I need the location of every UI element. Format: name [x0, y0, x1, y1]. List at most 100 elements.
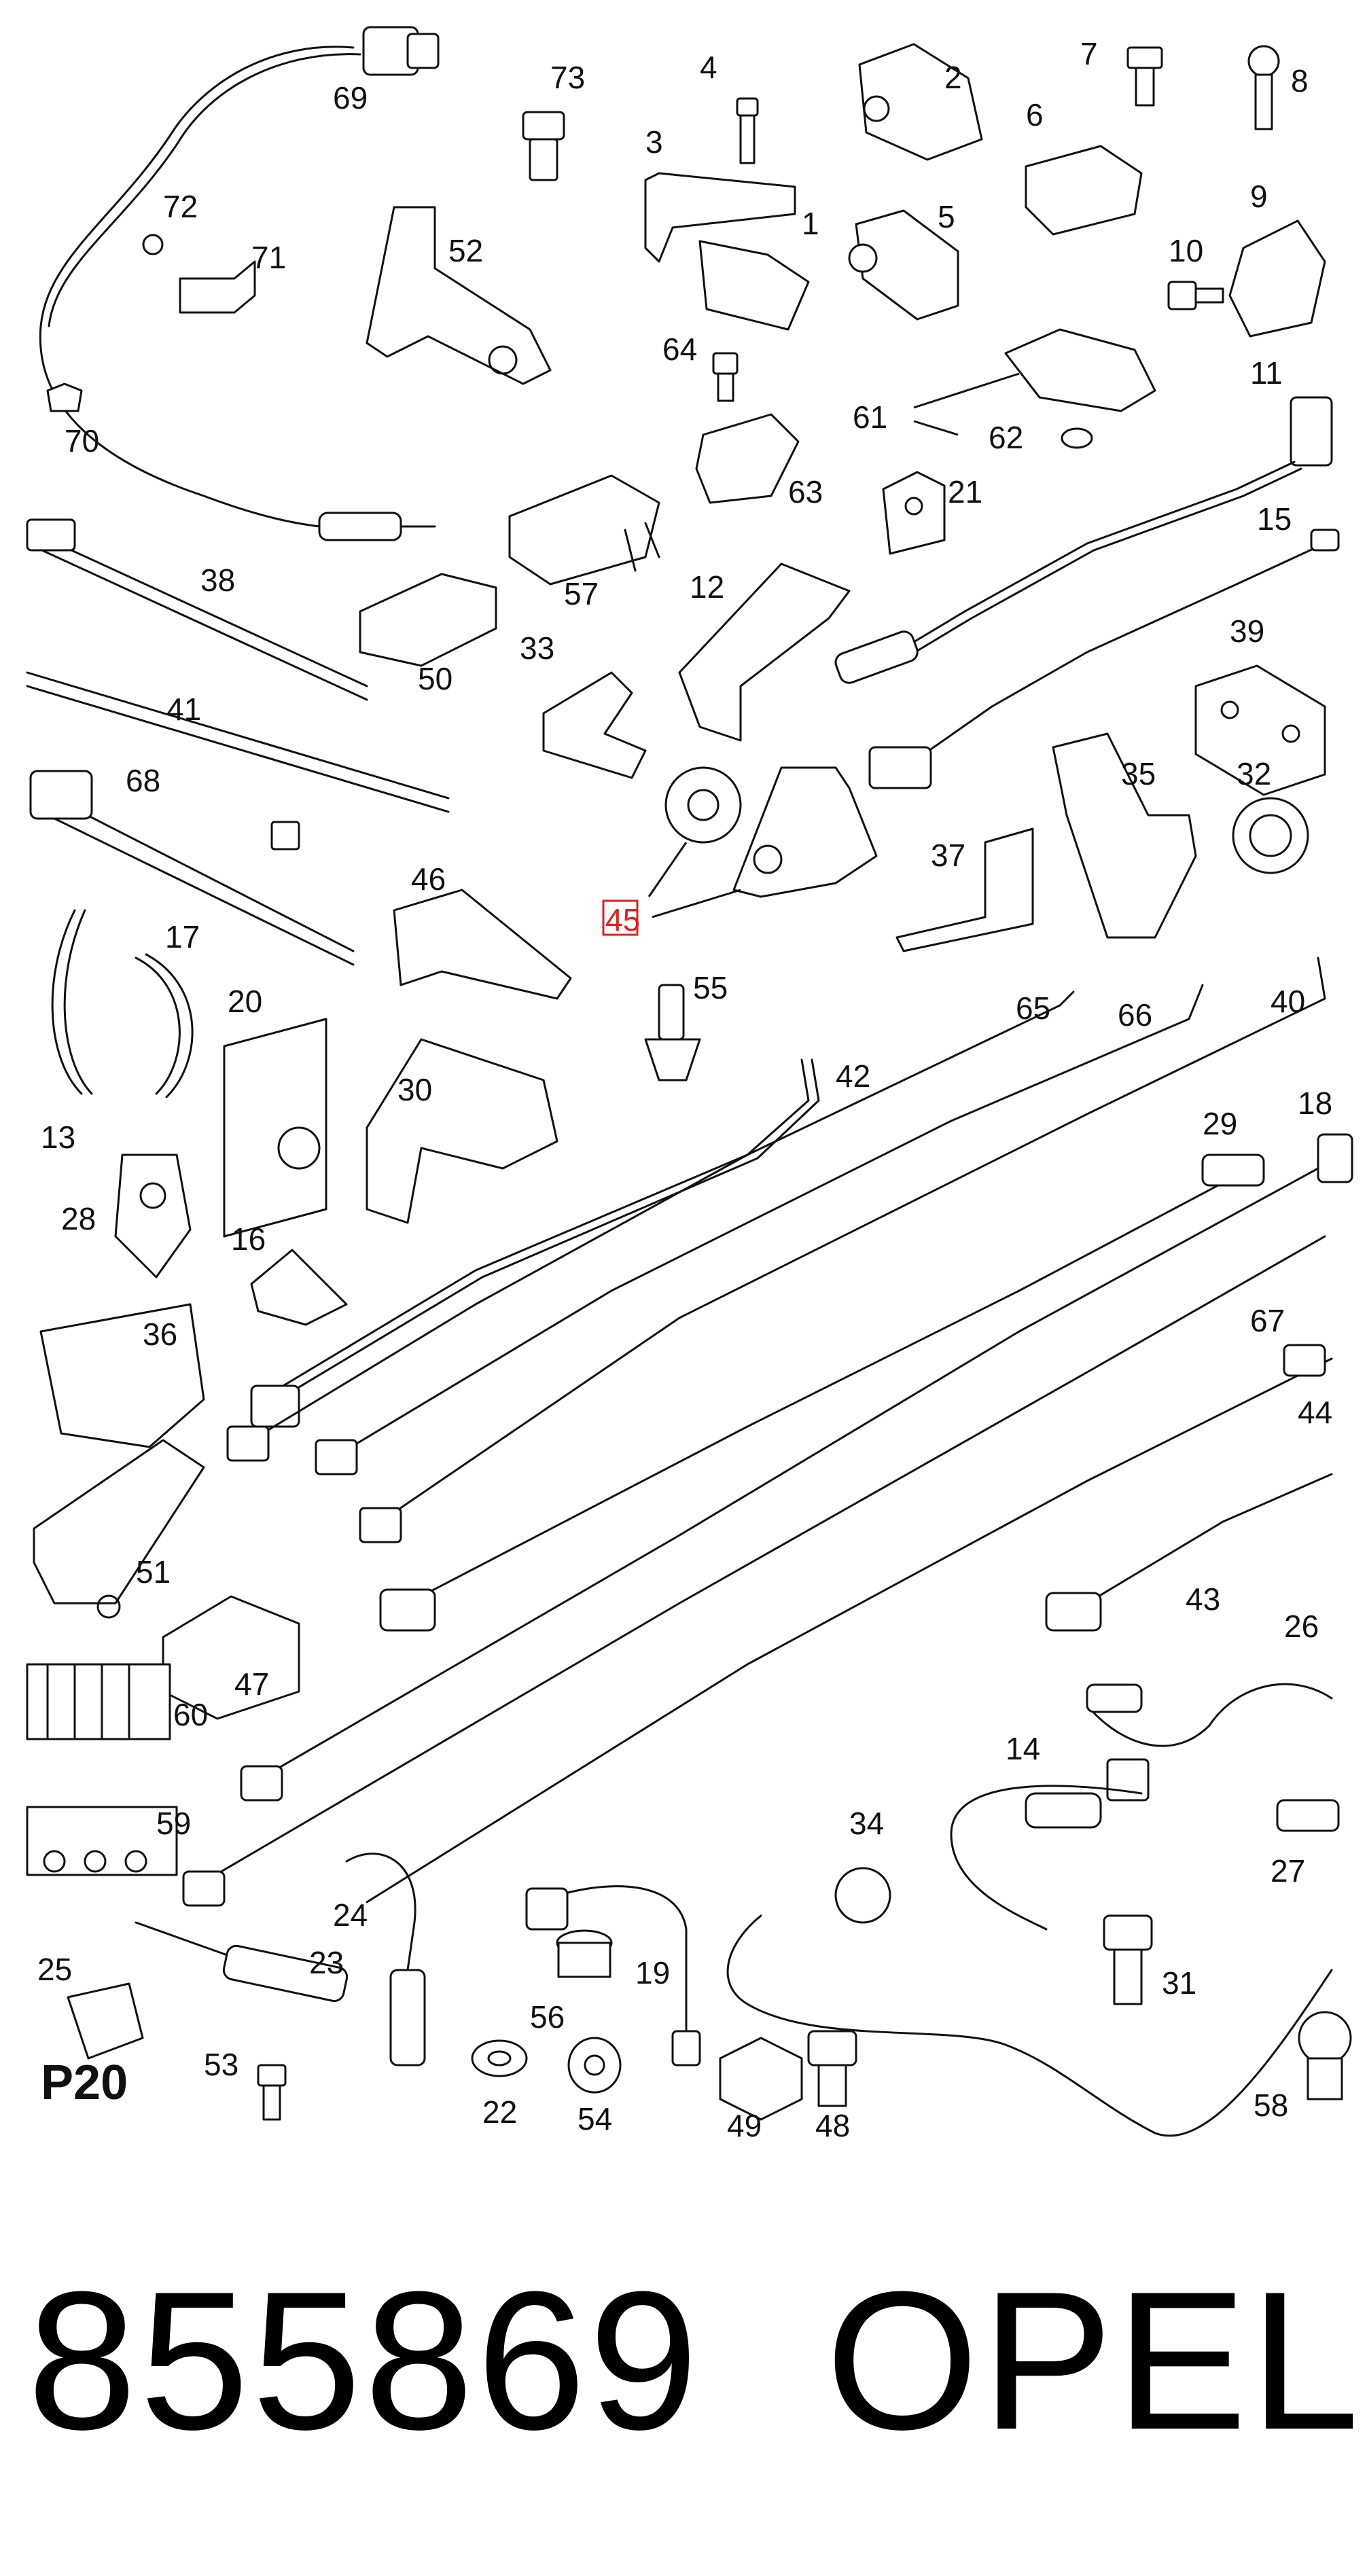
part-60-clip-strip	[26, 1663, 171, 1740]
callout-44: 44	[1298, 1395, 1332, 1430]
part-11-sensor	[834, 396, 1333, 684]
callout-19: 19	[635, 1955, 670, 1990]
part-52-bracket	[366, 206, 552, 385]
part-5-sensor	[848, 209, 959, 321]
callout-2: 2	[944, 60, 962, 95]
callout-68: 68	[126, 763, 160, 798]
callout-70: 70	[65, 423, 99, 459]
callout-47: 47	[234, 1666, 269, 1702]
callout-12: 12	[690, 569, 724, 605]
part-49-nut	[719, 2037, 803, 2121]
callout-71: 71	[251, 240, 286, 275]
callout-46: 46	[411, 861, 446, 897]
part-39-bracket	[1194, 664, 1326, 796]
callout-4: 4	[700, 50, 717, 85]
part-24-sensor	[345, 1853, 426, 2067]
callout-10: 10	[1169, 233, 1203, 268]
callout-64: 64	[662, 332, 697, 367]
part-62-seal	[1061, 427, 1093, 449]
callout-3: 3	[645, 124, 663, 160]
part-48-bolt	[807, 2030, 857, 2107]
part-19-sensor	[525, 1885, 701, 2067]
part-18-sensor	[240, 1133, 1353, 1802]
callout-35: 35	[1121, 756, 1156, 791]
callout-27: 27	[1271, 1853, 1305, 1889]
part-35-bracket	[1052, 732, 1197, 939]
part-23-sensor	[135, 1921, 349, 2003]
part-66-sensor	[315, 984, 1204, 1475]
part-63-sensor	[695, 413, 800, 504]
callout-5: 5	[938, 199, 955, 234]
part-37-bracket	[895, 827, 1034, 952]
callout-49: 49	[727, 2108, 762, 2143]
callout-13: 13	[41, 1120, 75, 1155]
part-53-bolt	[257, 2064, 287, 2121]
callout-25: 25	[37, 1952, 72, 1987]
callout-57: 57	[564, 576, 599, 611]
part-43-sensor	[1045, 1473, 1333, 1632]
part-71-bracket	[142, 234, 256, 314]
part-57-sensor	[508, 474, 660, 586]
part-70-clip	[46, 382, 83, 412]
callout-6: 6	[1026, 97, 1044, 132]
callout-58: 58	[1254, 2088, 1288, 2123]
part-9-sensor	[1228, 219, 1326, 338]
callout-37: 37	[931, 838, 965, 873]
callout-43: 43	[1186, 1581, 1220, 1617]
part-34-sensor	[726, 1799, 1340, 2137]
part-number: 855869	[27, 2251, 701, 2471]
part-46-bracket	[393, 889, 572, 1000]
part-64-bolt	[712, 352, 739, 402]
callout-26: 26	[1284, 1609, 1319, 1644]
part-65-sensor	[226, 990, 1075, 1462]
callout-17: 17	[165, 919, 200, 954]
part-26-sensor	[1086, 1683, 1333, 1802]
part-3-bracket	[644, 172, 796, 263]
callout-73: 73	[550, 60, 585, 95]
callout-34: 34	[849, 1806, 884, 1841]
callout-8: 8	[1291, 63, 1309, 99]
part-17-strap	[135, 953, 194, 1098]
callout-53: 53	[204, 2047, 238, 2082]
part-15-sensor	[868, 529, 1340, 789]
part-59-clip-strip	[26, 1806, 178, 1876]
part-4-bolt	[736, 97, 759, 164]
callout-52: 52	[448, 233, 483, 268]
callout-15: 15	[1257, 501, 1292, 537]
callout-42: 42	[836, 1058, 870, 1094]
callout-7: 7	[1080, 36, 1098, 71]
callout-61: 61	[853, 399, 887, 435]
callout-22: 22	[482, 2094, 517, 2130]
callout-16: 16	[231, 1221, 266, 1257]
exploded-view-drawing: 69 73 4 2 7 8 3 1 5 6 9 10 72 71 52 64 6…	[26, 26, 1353, 2143]
part-21-bracket	[882, 471, 946, 555]
part-50-sensor	[359, 573, 497, 667]
callout-67: 67	[1250, 1303, 1285, 1338]
part-61-sensor	[1004, 328, 1156, 412]
callout-labels: 69 73 4 2 7 8 3 1 5 6 9 10 72 71 52 64 6…	[37, 36, 1332, 2143]
part-45-bracket	[602, 766, 878, 936]
callout-65: 65	[1016, 990, 1050, 1026]
part-1-connector	[698, 240, 810, 331]
callout-60: 60	[173, 1697, 208, 1732]
callout-33: 33	[520, 630, 554, 666]
callout-28: 28	[61, 1201, 96, 1236]
callout-32: 32	[1237, 756, 1271, 791]
part-7-bolt	[1126, 46, 1163, 107]
part-20-plate	[223, 1018, 327, 1238]
part-55-rivet	[644, 984, 701, 1081]
part-32-clamp	[1232, 797, 1309, 874]
part-58-bolt	[1298, 2011, 1352, 2100]
callout-62: 62	[989, 420, 1023, 455]
part-10-screw	[1167, 281, 1224, 310]
callout-63: 63	[788, 474, 823, 509]
part-28-clamp	[114, 1153, 192, 1278]
callout-48: 48	[815, 2108, 850, 2143]
part-40-sensor	[359, 956, 1326, 1543]
callout-24: 24	[333, 1897, 368, 1933]
callout-18: 18	[1298, 1086, 1332, 1121]
part-8-bolt	[1247, 45, 1280, 130]
part-69-lambda-sensor	[39, 26, 440, 541]
part-44-sensor	[366, 1344, 1333, 1903]
part-29-sensor	[379, 1153, 1265, 1632]
